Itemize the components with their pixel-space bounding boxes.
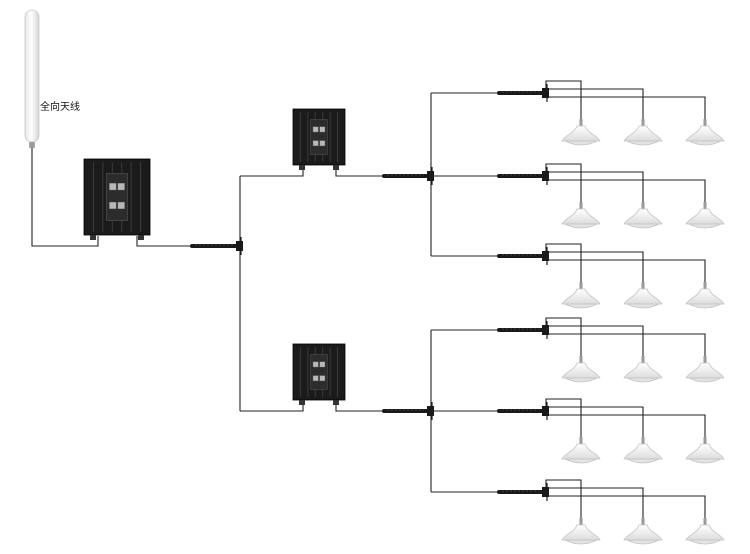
- power-splitter-icon: [497, 84, 549, 102]
- antenna-drop-cable: [545, 176, 706, 202]
- antenna-drop-cable: [545, 251, 644, 282]
- power-splitter-icon: [190, 237, 243, 255]
- omni-antenna-icon: [24, 9, 40, 148]
- power-splitter-icon: [382, 402, 434, 420]
- ceiling-antenna-icon: [685, 356, 725, 383]
- ceiling-antenna-icon: [623, 202, 663, 229]
- ceiling-antenna-icon: [561, 282, 601, 309]
- antenna-drop-cable: [545, 398, 582, 437]
- ceiling-antenna-icon: [561, 202, 601, 229]
- ceiling-antenna-icon: [685, 282, 725, 309]
- ceiling-antenna-icon: [561, 518, 601, 545]
- antenna-drop-cable: [545, 330, 706, 356]
- ceiling-antenna-icon: [623, 518, 663, 545]
- ceiling-antenna-icon: [623, 437, 663, 464]
- ceiling-antenna-icon: [685, 437, 725, 464]
- power-splitter-icon: [497, 402, 549, 420]
- branch-cable: [240, 400, 304, 412]
- antenna-drop-cable: [545, 80, 582, 119]
- ceiling-antenna-icon: [561, 437, 601, 464]
- antenna-cable: [31, 144, 99, 247]
- antenna-drop-cable: [545, 325, 644, 356]
- ceiling-antenna-icon: [561, 356, 601, 383]
- repeater-icon: [83, 158, 151, 240]
- antenna-drop-cable: [545, 93, 706, 119]
- antenna-drop-cable: [545, 243, 582, 282]
- ceiling-antenna-icon: [561, 119, 601, 146]
- antenna-drop-cable: [545, 479, 582, 518]
- ceiling-antenna-icon: [685, 518, 725, 545]
- antenna-drop-cable: [545, 406, 644, 437]
- cable-layer: [31, 80, 706, 518]
- power-splitter-icon: [497, 167, 549, 185]
- power-splitter-icon: [497, 247, 549, 265]
- antenna-drop-cable: [545, 88, 644, 119]
- antenna-drop-cable: [545, 171, 644, 202]
- ceiling-antenna-icon: [623, 282, 663, 309]
- antenna-drop-cable: [545, 163, 582, 202]
- repeater-icon: [292, 343, 346, 405]
- antenna-drop-cable: [545, 487, 644, 518]
- antenna-drop-cable: [545, 492, 706, 518]
- power-splitter-icon: [497, 321, 549, 339]
- power-splitter-icon: [497, 483, 549, 501]
- ceiling-antenna-icon: [685, 119, 725, 146]
- device-layer: [24, 9, 725, 545]
- branch-cable: [240, 165, 304, 177]
- ceiling-antenna-icon: [685, 202, 725, 229]
- power-splitter-icon: [382, 167, 434, 185]
- ceiling-antenna-icon: [623, 356, 663, 383]
- repeater-icon: [292, 108, 346, 170]
- antenna-drop-cable: [545, 256, 706, 282]
- branch-output-cable: [335, 400, 384, 412]
- omni-antenna-label: 全向天线: [40, 102, 80, 113]
- ceiling-antenna-icon: [623, 119, 663, 146]
- antenna-drop-cable: [545, 411, 706, 437]
- antenna-drop-cable: [545, 317, 582, 356]
- branch-output-cable: [335, 165, 384, 177]
- repeater-output-cable: [136, 236, 192, 247]
